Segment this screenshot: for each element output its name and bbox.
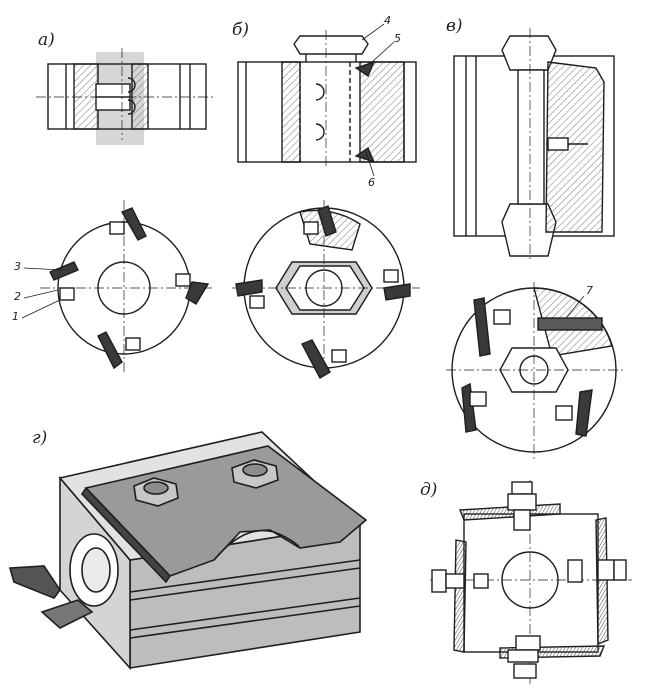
view-label-b: б): [232, 20, 250, 40]
view-g-isometric-cutter-block: [8, 431, 368, 671]
callout-6: 6: [368, 176, 375, 189]
callout-leader-v: [565, 295, 585, 319]
view-b-side-section: [237, 30, 417, 168]
callout-3: 3: [14, 260, 21, 273]
callout-7: 7: [586, 284, 593, 297]
callout-4: 4: [384, 14, 391, 27]
view-b-front-cutter-disc: [232, 200, 420, 379]
callout-leaders-a: [21, 267, 63, 319]
view-label-a: а): [38, 30, 55, 50]
view-v-side-section: [453, 28, 615, 262]
view-label-v: в): [446, 16, 463, 36]
view-d-square-cutter-head: [430, 480, 632, 684]
view-label-g: г): [32, 428, 48, 448]
callout-1: 1: [12, 310, 19, 323]
view-label-d: д): [420, 480, 438, 500]
callout-leaders-b: [361, 23, 395, 177]
view-v-front-cutter-disc: [446, 282, 624, 460]
callout-5: 5: [394, 32, 401, 45]
view-a-front-cutter-disc: [40, 200, 214, 372]
callout-2: 2: [14, 290, 21, 303]
view-a-side-section: [36, 48, 216, 145]
